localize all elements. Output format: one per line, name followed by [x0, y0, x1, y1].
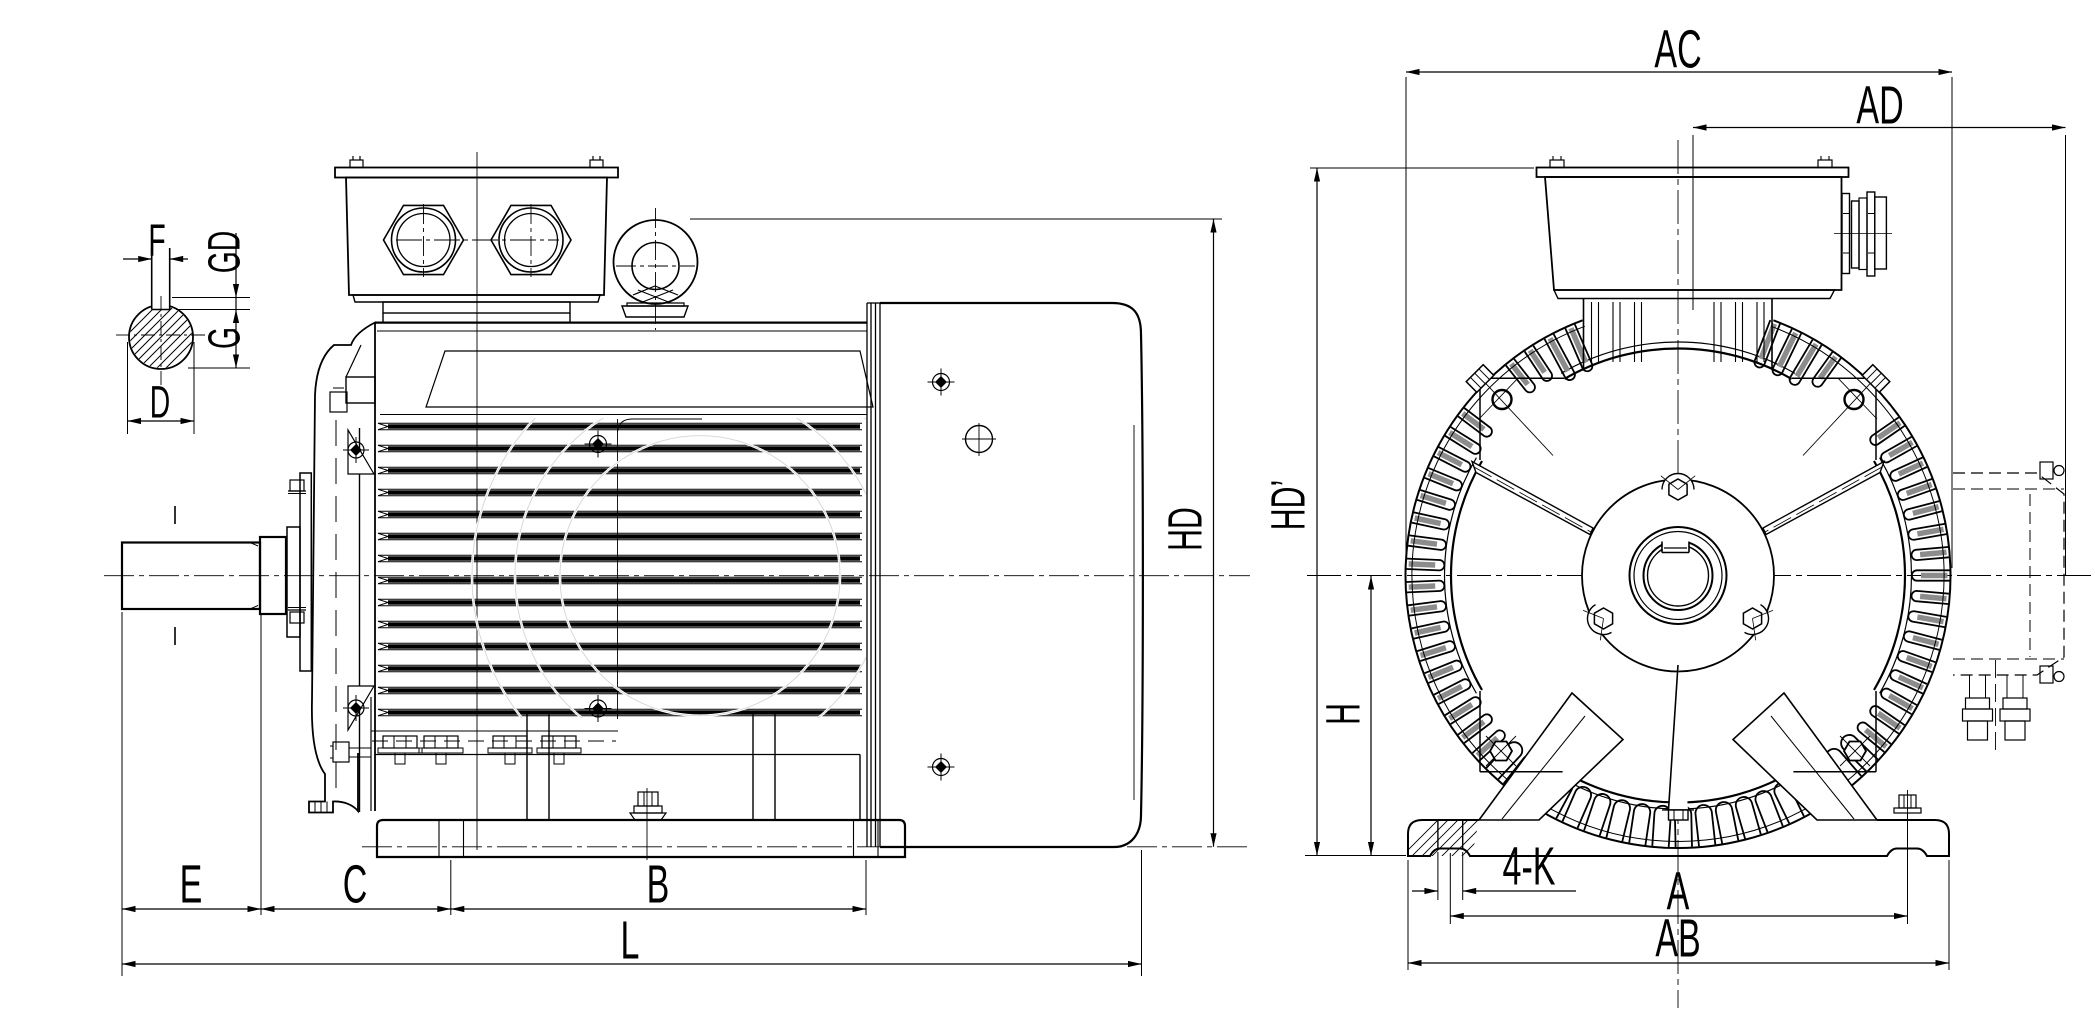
- svg-text:E: E: [180, 853, 203, 914]
- svg-text:L: L: [621, 909, 640, 970]
- svg-text:G: G: [199, 327, 249, 349]
- svg-text:HD: HD: [1160, 507, 1213, 551]
- svg-text:B: B: [647, 853, 670, 914]
- svg-text:AC: AC: [1654, 18, 1701, 79]
- svg-text:F: F: [148, 215, 165, 265]
- svg-text:AB: AB: [1655, 907, 1700, 968]
- svg-text:C: C: [343, 853, 368, 914]
- svg-text:4-K: 4-K: [1503, 835, 1556, 896]
- svg-text:A: A: [1667, 860, 1690, 921]
- svg-text:GD: GD: [199, 231, 249, 274]
- svg-text:D: D: [150, 377, 170, 427]
- svg-text:H: H: [1318, 703, 1371, 725]
- svg-text:HD’: HD’: [1263, 480, 1316, 530]
- svg-text:AD: AD: [1856, 74, 1903, 135]
